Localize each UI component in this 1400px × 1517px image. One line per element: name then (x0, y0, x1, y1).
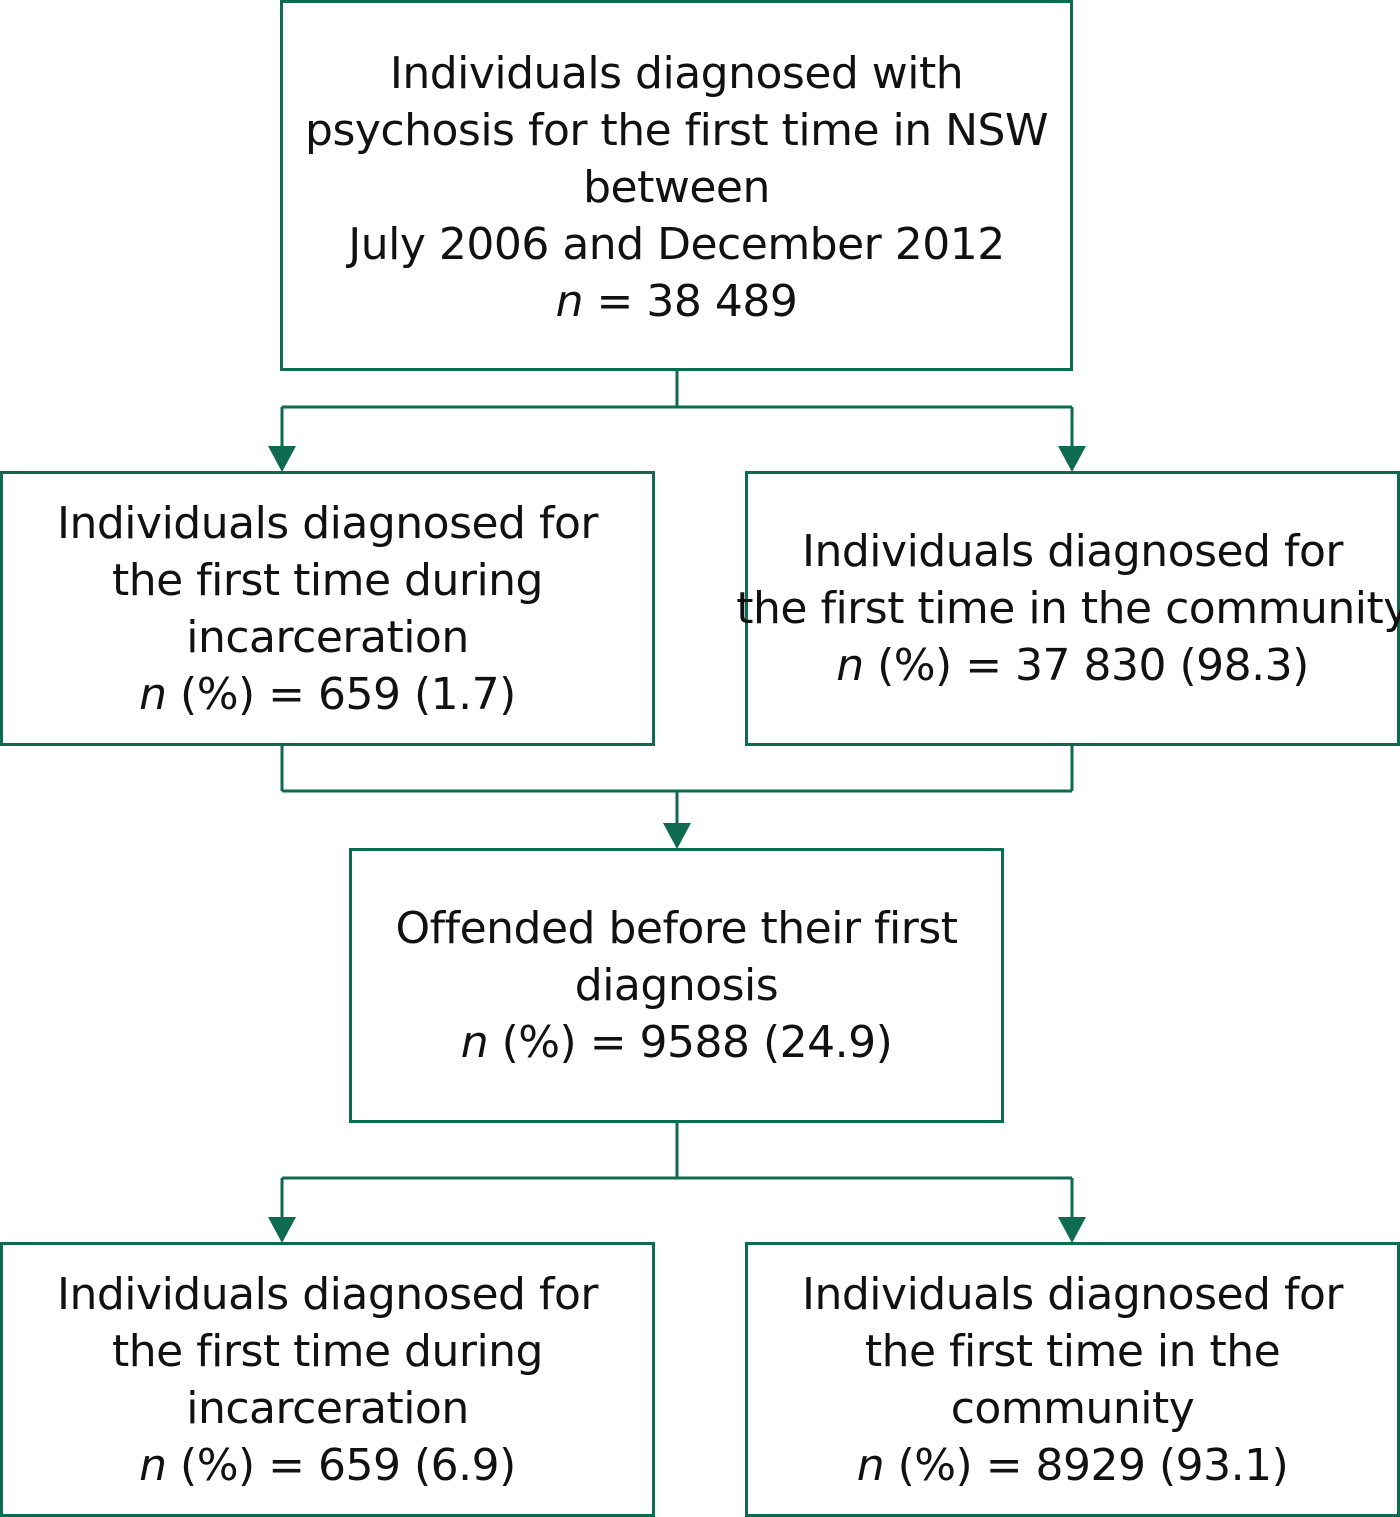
box-count-line: n (%) = 9588 (24.9) (461, 1014, 893, 1071)
box-incarceration-all: Individuals diagnosed for the first time… (0, 471, 655, 746)
arrowhead-down (268, 446, 296, 472)
count-value: (%) = 659 (6.9) (166, 1439, 516, 1491)
arrowhead-down (1058, 1217, 1086, 1243)
box-community-all: Individuals diagnosed for the first time… (736, 471, 1400, 746)
count-value: (%) = 9588 (24.9) (488, 1017, 893, 1068)
box-text-line: psychosis for the first time in NSW (305, 105, 1048, 156)
box-first-diagnosis-total: Individuals diagnosed with psychosis for… (280, 0, 1073, 371)
box-text-line: the first time during (111, 554, 544, 606)
arrowhead-down (663, 823, 691, 849)
box-count-line: n = 38 489 (556, 273, 798, 330)
box-count-line: n (%) = 659 (1.7) (139, 666, 516, 723)
n-symbol: n (460, 1017, 489, 1068)
n-symbol: n (139, 1439, 167, 1491)
box-text-line: incarceration (186, 611, 469, 663)
n-symbol: n (836, 640, 864, 691)
box-count-line: n (%) = 8929 (93.1) (857, 1437, 1289, 1494)
count-value: (%) = 659 (1.7) (166, 668, 516, 720)
n-symbol: n (555, 276, 584, 327)
box-text-line: Individuals diagnosed for (802, 526, 1343, 577)
arrowhead-down (268, 1217, 296, 1243)
box-text-line: incarceration (186, 1382, 469, 1434)
arrowhead-down (1058, 446, 1086, 472)
n-symbol: n (139, 668, 167, 720)
box-count-line: n (%) = 37 830 (98.3) (836, 637, 1309, 694)
box-text-line: July 2006 and December 2012 (348, 219, 1005, 270)
box-text-line: Individuals diagnosed with (389, 48, 964, 99)
count-value: (%) = 8929 (93.1) (884, 1439, 1289, 1491)
box-incarceration-offenders: Individuals diagnosed for the first time… (0, 1242, 655, 1517)
box-text-line: Individuals diagnosed for (802, 1268, 1343, 1320)
box-text-line: the first time in the (864, 1325, 1281, 1377)
box-text-line: Individuals diagnosed for (57, 1268, 598, 1320)
box-text-line: the first time in the community (736, 583, 1400, 634)
box-count-line: n (%) = 659 (6.9) (139, 1437, 516, 1494)
box-text-line: Individuals diagnosed for (57, 497, 598, 549)
n-symbol: n (856, 1439, 885, 1491)
box-offended-before-diagnosis: Offended before their first diagnosis n … (349, 848, 1004, 1123)
count-value: (%) = 37 830 (98.3) (863, 640, 1309, 691)
box-text-line: the first time during (111, 1325, 544, 1377)
box-text-line: diagnosis (574, 960, 779, 1011)
box-text-line: community (950, 1382, 1195, 1434)
box-text-line: Offended before their first (395, 903, 958, 954)
box-text-line: between (583, 162, 770, 213)
count-value: = 38 489 (583, 276, 798, 327)
box-community-offenders: Individuals diagnosed for the first time… (745, 1242, 1400, 1517)
